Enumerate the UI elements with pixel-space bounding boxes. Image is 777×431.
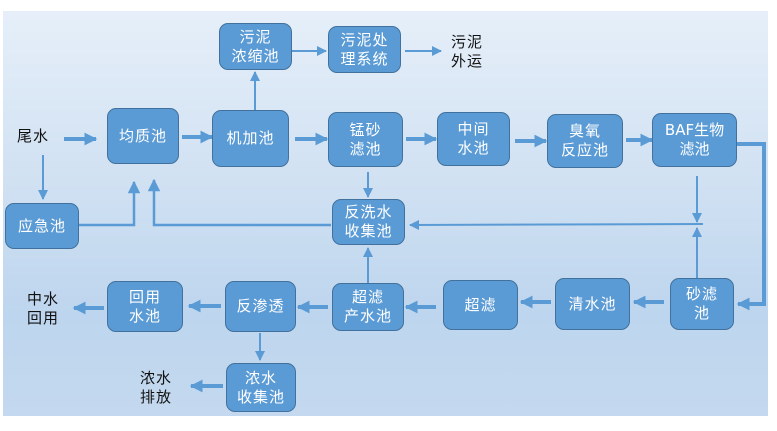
node-clarifier[interactable]: 机加池: [212, 110, 289, 167]
node-clear-water-tank[interactable]: 清水池: [555, 278, 630, 330]
node-sludge-thickener[interactable]: 污泥 浓缩池: [219, 23, 292, 70]
node-ultrafiltration[interactable]: 超滤: [443, 280, 518, 330]
arrow-baf-to-sandfilter: [736, 142, 766, 311]
node-reverse-osmosis[interactable]: 反渗透: [225, 281, 296, 332]
arrow-backwash-return: [409, 219, 704, 230]
label-concentrate-discharge: 浓水 排放: [140, 369, 173, 406]
node-emergency-tank[interactable]: 应急池: [5, 203, 79, 249]
label-tail-water: 尾水: [17, 127, 50, 145]
node-reuse-tank[interactable]: 回用 水池: [107, 281, 183, 332]
node-sludge-treatment[interactable]: 污泥处 理系统: [328, 26, 401, 73]
arrow-backwash-to-equalization: [147, 178, 331, 227]
label-sludge-outbound: 污泥 外运: [451, 33, 484, 70]
label-reclaimed-water-reuse: 中水 回用: [27, 290, 60, 327]
arrow-emergency-to-equalization: [79, 180, 141, 227]
node-ozone-reactor[interactable]: 臭氧 反应池: [547, 114, 623, 168]
node-baf-filter[interactable]: BAF生物 滤池: [652, 113, 737, 167]
node-uf-product-tank[interactable]: 超滤 产水池: [332, 283, 404, 331]
node-intermediate-tank[interactable]: 中间 水池: [437, 112, 510, 166]
node-concentrate-tank[interactable]: 浓水 收集池: [226, 363, 296, 412]
node-backwash-tank[interactable]: 反洗水 收集池: [332, 199, 405, 245]
node-equalization-tank[interactable]: 均质池: [107, 108, 179, 164]
node-manganese-sand-filter[interactable]: 锰砂 滤池: [328, 112, 403, 167]
node-sand-filter[interactable]: 砂滤 池: [670, 278, 734, 330]
